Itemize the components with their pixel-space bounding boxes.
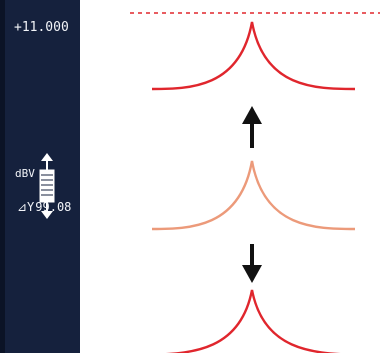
delta-y-value: 99.08 [35, 200, 72, 214]
unit-label: dBV [15, 167, 35, 180]
vertical-scale-panel: +11.000 dBV ⊿Y99.08 [0, 0, 80, 353]
offset-readout: +11.000 [14, 20, 69, 35]
waveform-middle [151, 160, 356, 231]
arrow-down-icon [242, 244, 262, 283]
vertical-scale-double-arrow-icon[interactable] [35, 153, 59, 219]
delta-y-readout: ⊿Y99.08 [17, 201, 71, 213]
waveform-bottom [165, 289, 341, 353]
delta-y-label: ⊿Y [17, 200, 35, 214]
arrow-up-icon [242, 106, 262, 148]
waveform-top [151, 21, 356, 91]
waveform-display [130, 12, 380, 353]
